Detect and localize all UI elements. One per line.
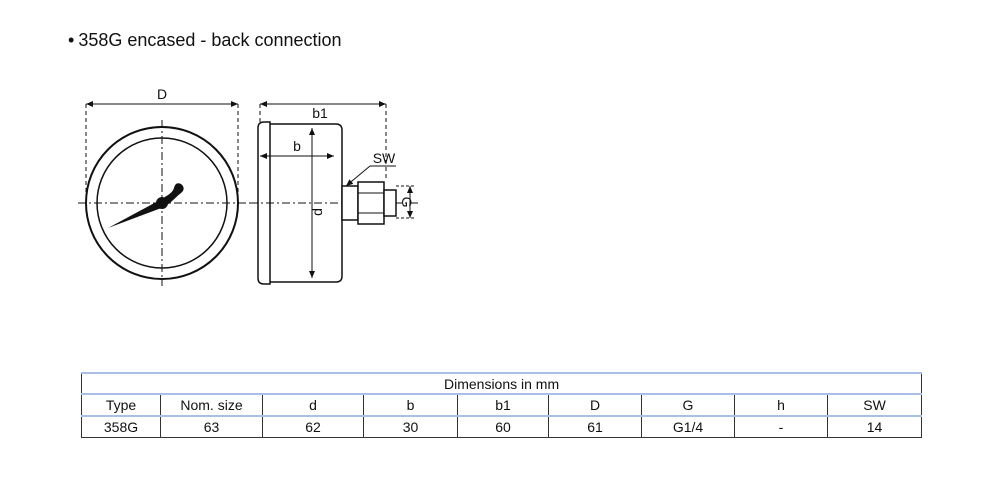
header-h: h xyxy=(734,393,828,417)
header-b: b xyxy=(363,393,458,417)
cell-G: G1/4 xyxy=(641,415,735,438)
label-D: D xyxy=(157,86,167,102)
header-SW: SW xyxy=(826,393,923,417)
cell-h: - xyxy=(734,415,828,438)
cell-type: 358G xyxy=(81,415,161,438)
cell-SW: 14 xyxy=(826,415,923,438)
header-b1: b1 xyxy=(457,393,549,417)
table-header-row: Type Nom. size d b b1 D G h SW xyxy=(81,393,923,417)
cell-d: 62 xyxy=(262,415,364,438)
cell-b: 30 xyxy=(363,415,458,438)
heading-text: 358G encased xyxy=(78,30,196,50)
label-d: d xyxy=(309,208,325,216)
cell-D: 61 xyxy=(548,415,642,438)
gauge-pointer xyxy=(108,183,184,228)
label-SW: SW xyxy=(373,150,396,166)
label-b: b xyxy=(293,138,301,154)
side-view: b1 b d SW G xyxy=(250,101,420,285)
header-d: d xyxy=(262,393,364,417)
cell-nom-size: 63 xyxy=(160,415,263,438)
label-b1: b1 xyxy=(312,105,328,121)
heading: •358G encased - back connection xyxy=(68,30,342,51)
dimensions-table: Dimensions in mm Type Nom. size d b b1 D… xyxy=(80,372,923,438)
header-G: G xyxy=(641,393,735,417)
gauge-drawing: D b1 b d xyxy=(78,86,420,286)
cell-b1: 60 xyxy=(457,415,549,438)
table-title: Dimensions in mm xyxy=(80,372,923,395)
heading-suffix: - back connection xyxy=(200,30,342,50)
header-D: D xyxy=(548,393,642,417)
bullet: • xyxy=(68,30,75,50)
header-nom-size: Nom. size xyxy=(160,393,263,417)
label-G: G xyxy=(399,197,415,208)
table-row: 358G 63 62 30 60 61 G1/4 - 14 xyxy=(81,415,923,438)
header-type: Type xyxy=(81,393,161,417)
front-view: D xyxy=(78,86,250,286)
